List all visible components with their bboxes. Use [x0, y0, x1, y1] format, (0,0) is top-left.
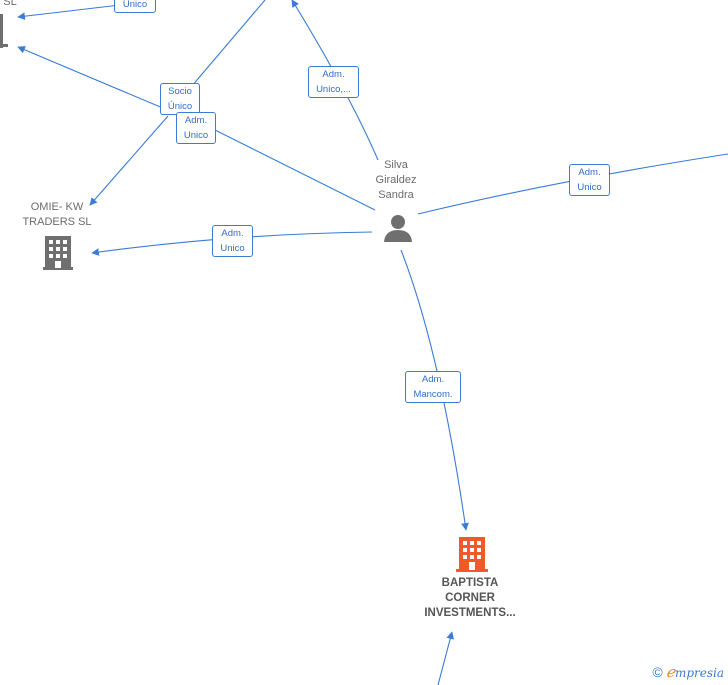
person-name[interactable]: Silva Giraldez Sandra [375, 159, 417, 201]
company-name-top-left[interactable]: SL [3, 0, 17, 8]
building-icon[interactable] [0, 10, 8, 48]
edge-top-left [17, 4, 121, 21]
person-icon[interactable] [383, 213, 413, 243]
edge-label-adm-unico-right: Adm. Unico [569, 164, 610, 196]
edge-label-adm-unico-mid: Adm. Unico [176, 112, 216, 144]
company-name-omie[interactable]: OMIE- KW TRADERS SL [22, 201, 92, 228]
edge-person-baptista [400, 249, 469, 531]
edge-bottom-incoming [437, 631, 454, 685]
edge-label-socio-unico: Socio Único [160, 83, 200, 115]
empresia-logo: © ℯmpresia [652, 663, 724, 681]
edge-label-adm-unico-top: Adm. Unico,... [308, 66, 359, 98]
building-icon[interactable] [43, 236, 75, 270]
building-icon[interactable] [456, 537, 488, 573]
edge-hub-omie [89, 115, 169, 206]
company-name-baptista[interactable]: BAPTISTA CORNER INVESTMENTS... [424, 577, 516, 619]
edge-label-unico-top-left: Único [114, 0, 156, 13]
edge-label-adm-mancom: Adm. Mancom. [405, 371, 461, 403]
edge-label-adm-unico-omie: Adm. Unico [212, 225, 253, 257]
edge-person-right [417, 153, 728, 215]
